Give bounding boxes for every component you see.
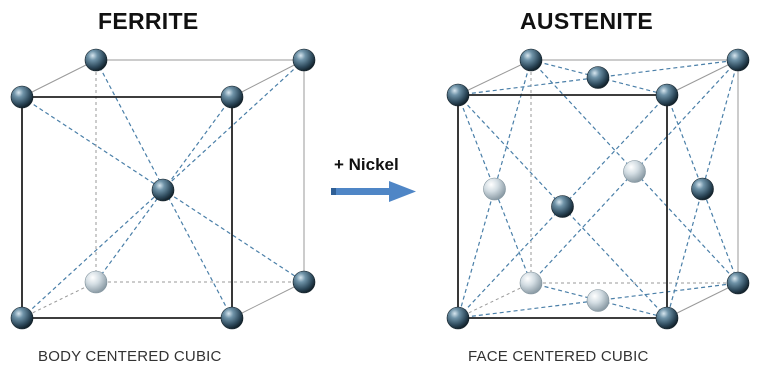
face-diagonal — [530, 59, 739, 284]
bcc-label: BODY CENTERED CUBIC — [38, 348, 222, 365]
cube-edge-depth — [231, 281, 305, 319]
cube-edge-depth — [457, 282, 532, 319]
cube-edge-depth — [231, 59, 305, 98]
cube-edge-depth — [666, 282, 739, 319]
corner-atom-back — [84, 48, 108, 72]
corner-atom-back — [292, 270, 316, 294]
corner-atom-front — [10, 85, 34, 109]
austenite-fcc-cube — [446, 48, 750, 330]
ferrite-bcc-cube — [10, 48, 316, 330]
arrow-shaft — [331, 188, 391, 195]
face-center-atom-front — [551, 195, 574, 218]
corner-atom-front — [10, 306, 34, 330]
face-center-atom-right — [691, 177, 714, 201]
cube-edge-depth — [21, 59, 97, 98]
corner-atom-front — [655, 306, 679, 330]
face-center-atom-back — [623, 160, 646, 183]
corner-atom-front — [220, 85, 244, 109]
cube-edge-depth — [457, 59, 532, 96]
corner-atom-front — [446, 83, 470, 107]
corner-atom-back — [84, 270, 108, 294]
arrow-tail — [331, 188, 336, 195]
face-center-atom-left — [483, 177, 506, 201]
corner-atom-front — [655, 83, 679, 107]
corner-atom-back — [519, 271, 543, 295]
cube-edge-depth — [666, 59, 739, 96]
corner-atom-front — [446, 306, 470, 330]
arrow-head-icon — [389, 181, 416, 202]
corner-atom-back — [292, 48, 316, 72]
fcc-label: FACE CENTERED CUBIC — [468, 348, 649, 365]
face-diagonal — [457, 94, 668, 319]
face-center-atom-top — [586, 66, 610, 89]
face-diagonal — [457, 94, 668, 319]
body-center-atom — [151, 178, 175, 202]
nickel-arrow — [331, 181, 416, 202]
corner-atom-back — [726, 271, 750, 295]
face-center-atom-bottom — [586, 289, 610, 312]
corner-atom-back — [519, 48, 543, 72]
corner-atom-back — [726, 48, 750, 72]
cube-edge-depth — [21, 281, 97, 319]
nickel-label: + Nickel — [334, 155, 399, 174]
ferrite-title: FERRITE — [98, 8, 199, 34]
corner-atom-front — [220, 306, 244, 330]
face-diagonal — [530, 59, 739, 284]
austenite-title: AUSTENITE — [520, 8, 654, 34]
